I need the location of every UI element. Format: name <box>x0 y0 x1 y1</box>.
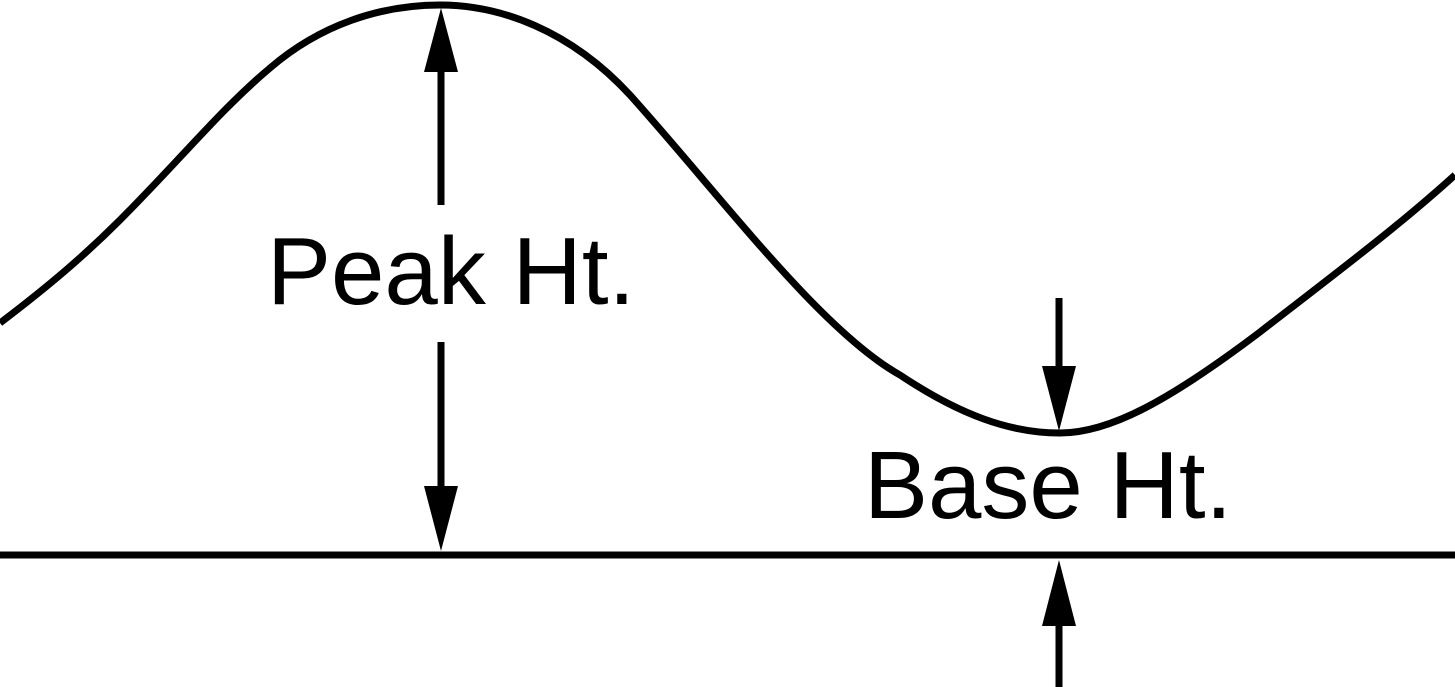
base-arrow-down-head <box>1042 366 1076 431</box>
base-height-label: Base Ht. <box>864 432 1232 539</box>
peak-arrow-up-head <box>424 8 458 72</box>
base-arrow-up-head <box>1042 560 1076 626</box>
peak-height-label: Peak Ht. <box>267 218 635 325</box>
wave-curve <box>0 1 1455 437</box>
peak-arrow-down-head <box>424 486 458 551</box>
